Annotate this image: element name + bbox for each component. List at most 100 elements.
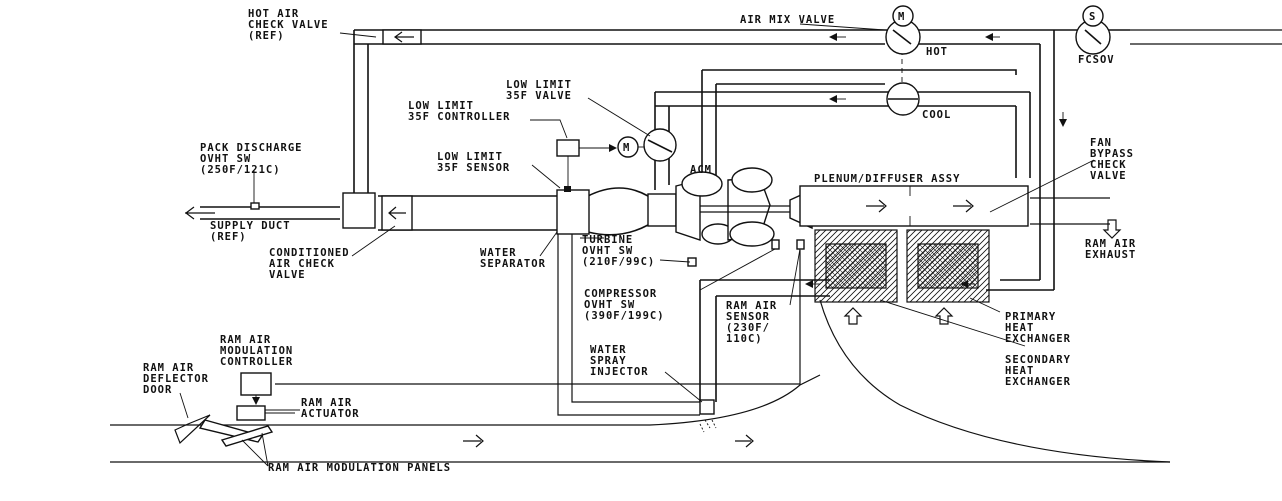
ram-air-modulation-controller-label: RAM AIR bbox=[220, 334, 271, 346]
svg-text:110C): 110C) bbox=[726, 333, 763, 345]
air-mix-valve-label: AIR MIX VALVE bbox=[740, 14, 835, 26]
water-spray-injector bbox=[699, 399, 717, 433]
primary-hx-label: PRIMARY bbox=[1005, 311, 1056, 323]
svg-text:DEFLECTOR: DEFLECTOR bbox=[143, 373, 209, 385]
ram-air-modulation-controller bbox=[240, 372, 272, 405]
svg-text:MODULATION: MODULATION bbox=[220, 345, 293, 357]
ram-air-deflector-door-label: RAM AIR bbox=[143, 362, 194, 374]
labels: HOT AIR CHECK VALVE (REF) AIR MIX VALVE … bbox=[143, 8, 1136, 474]
acm-label: ACM bbox=[690, 164, 712, 176]
svg-text:OVHT SW: OVHT SW bbox=[584, 299, 635, 311]
svg-text:OVHT SW: OVHT SW bbox=[200, 153, 251, 165]
flow-arrows bbox=[463, 33, 1067, 448]
svg-text:(REF): (REF) bbox=[210, 231, 247, 243]
air-mix-valve: M bbox=[885, 5, 921, 55]
svg-text:SPRAY: SPRAY bbox=[590, 355, 627, 367]
fcsov-valve: S bbox=[1075, 5, 1111, 55]
hot-air-line-left-vertical bbox=[353, 30, 369, 195]
fcsov-label: FCSOV bbox=[1078, 54, 1115, 66]
low-limit-controller-label: LOW LIMIT bbox=[408, 100, 474, 112]
svg-text:SEPARATOR: SEPARATOR bbox=[480, 258, 546, 270]
svg-text:BYPASS: BYPASS bbox=[1090, 148, 1134, 160]
ram-air-actuator-label: RAM AIR bbox=[301, 397, 352, 409]
primary-hx-leader bbox=[969, 297, 1001, 313]
svg-text:M: M bbox=[623, 142, 630, 154]
low-limit-controller bbox=[530, 119, 617, 186]
compressor-ovht-switch bbox=[699, 239, 780, 291]
secondary-hx-leader bbox=[879, 299, 1026, 347]
low-limit-line bbox=[701, 69, 1017, 178]
sensor-signal-line bbox=[275, 250, 801, 385]
conditioned-air-check-valve bbox=[342, 192, 413, 231]
svg-text:ACTUATOR: ACTUATOR bbox=[301, 408, 360, 420]
conditioned-air-check-valve-label: CONDITIONED bbox=[269, 247, 350, 259]
ram-air-exhaust-label: RAM AIR bbox=[1085, 238, 1136, 250]
svg-text:(390F/199C): (390F/199C) bbox=[584, 310, 665, 322]
svg-text:AIR CHECK: AIR CHECK bbox=[269, 258, 335, 270]
pack-discharge-label: PACK DISCHARGE bbox=[200, 142, 303, 154]
plenum-label: PLENUM/DIFFUSER ASSY bbox=[814, 173, 960, 185]
svg-text:SENSOR: SENSOR bbox=[726, 311, 770, 323]
hot-air-check-valve bbox=[382, 29, 422, 45]
svg-text:35F CONTROLLER: 35F CONTROLLER bbox=[408, 111, 511, 123]
bleed-inlet bbox=[1130, 29, 1282, 45]
ram-air-outlet-curve bbox=[819, 299, 1171, 463]
ram-air-inlet-arrows bbox=[843, 307, 954, 325]
svg-text:CONTROLLER: CONTROLLER bbox=[220, 356, 293, 368]
svg-text:DOOR: DOOR bbox=[143, 384, 172, 396]
svg-text:EXHAUST: EXHAUST bbox=[1085, 249, 1136, 261]
water-spray-injector-label: WATER bbox=[590, 344, 627, 356]
ram-air-sensor-label: RAM AIR bbox=[726, 300, 777, 312]
leader-lines bbox=[253, 23, 886, 411]
plenum-diffuser-assy bbox=[799, 185, 1029, 227]
svg-text:(REF): (REF) bbox=[248, 30, 285, 42]
separator-to-acm-duct bbox=[587, 187, 649, 236]
low-limit-sensor-label: LOW LIMIT bbox=[437, 151, 503, 163]
svg-text:HEAT: HEAT bbox=[1005, 365, 1034, 377]
hot-label: HOT bbox=[926, 46, 948, 58]
svg-text:M: M bbox=[898, 11, 905, 23]
cool-label: COOL bbox=[922, 109, 951, 121]
primary-heat-exchanger bbox=[906, 229, 990, 303]
hot-air-line-top bbox=[354, 29, 1130, 45]
ram-air-deflector-door bbox=[174, 392, 211, 445]
svg-text:EXCHANGER: EXCHANGER bbox=[1005, 333, 1071, 345]
pack-discharge-ovht-switch bbox=[250, 202, 260, 210]
low-limit-valve-label: LOW LIMIT bbox=[506, 79, 572, 91]
ram-air-exhaust-arrow bbox=[1102, 219, 1122, 239]
svg-text:HEAT: HEAT bbox=[1005, 322, 1034, 334]
secondary-heat-exchanger bbox=[814, 229, 898, 303]
ram-air-modulation-panels bbox=[198, 419, 274, 467]
hot-air-check-valve-label: HOT AIR bbox=[248, 8, 299, 20]
svg-text:EXCHANGER: EXCHANGER bbox=[1005, 376, 1071, 388]
conditioned-air-duct bbox=[200, 195, 560, 231]
water-separator-label: WATER bbox=[480, 247, 517, 259]
supply-duct-label: SUPPLY DUCT bbox=[210, 220, 291, 232]
svg-text:35F SENSOR: 35F SENSOR bbox=[437, 162, 510, 174]
svg-text:CHECK: CHECK bbox=[1090, 159, 1127, 171]
svg-text:S: S bbox=[1089, 11, 1096, 23]
air-mix-motor bbox=[892, 5, 914, 27]
svg-text:35F VALVE: 35F VALVE bbox=[506, 90, 572, 102]
ram-air-sensor bbox=[789, 239, 805, 306]
supply-flow-arrow bbox=[185, 206, 215, 220]
ram-air-modulation-panels-label: RAM AIR MODULATION PANELS bbox=[268, 462, 451, 474]
svg-text:(250F/121C): (250F/121C) bbox=[200, 164, 281, 176]
svg-text:(210F/99C): (210F/99C) bbox=[582, 256, 655, 268]
secondary-hx-label: SECONDARY bbox=[1005, 354, 1071, 366]
secondary-return-line bbox=[699, 279, 830, 402]
svg-text:OVHT SW: OVHT SW bbox=[582, 245, 633, 257]
svg-text:VALVE: VALVE bbox=[269, 269, 306, 281]
fan-bypass-label: FAN bbox=[1090, 137, 1112, 149]
cool-valve bbox=[886, 82, 920, 116]
svg-text:CHECK VALVE: CHECK VALVE bbox=[248, 19, 329, 31]
svg-text:VALVE: VALVE bbox=[1090, 170, 1127, 182]
svg-text:(230F/: (230F/ bbox=[726, 322, 770, 334]
ram-air-actuator bbox=[236, 405, 295, 421]
fan-bypass-leader bbox=[989, 159, 1095, 213]
low-limit-valve: M bbox=[617, 128, 677, 162]
svg-text:INJECTOR: INJECTOR bbox=[590, 366, 649, 378]
water-drain-line bbox=[557, 232, 700, 416]
ram-exhaust-line bbox=[1030, 197, 1110, 225]
